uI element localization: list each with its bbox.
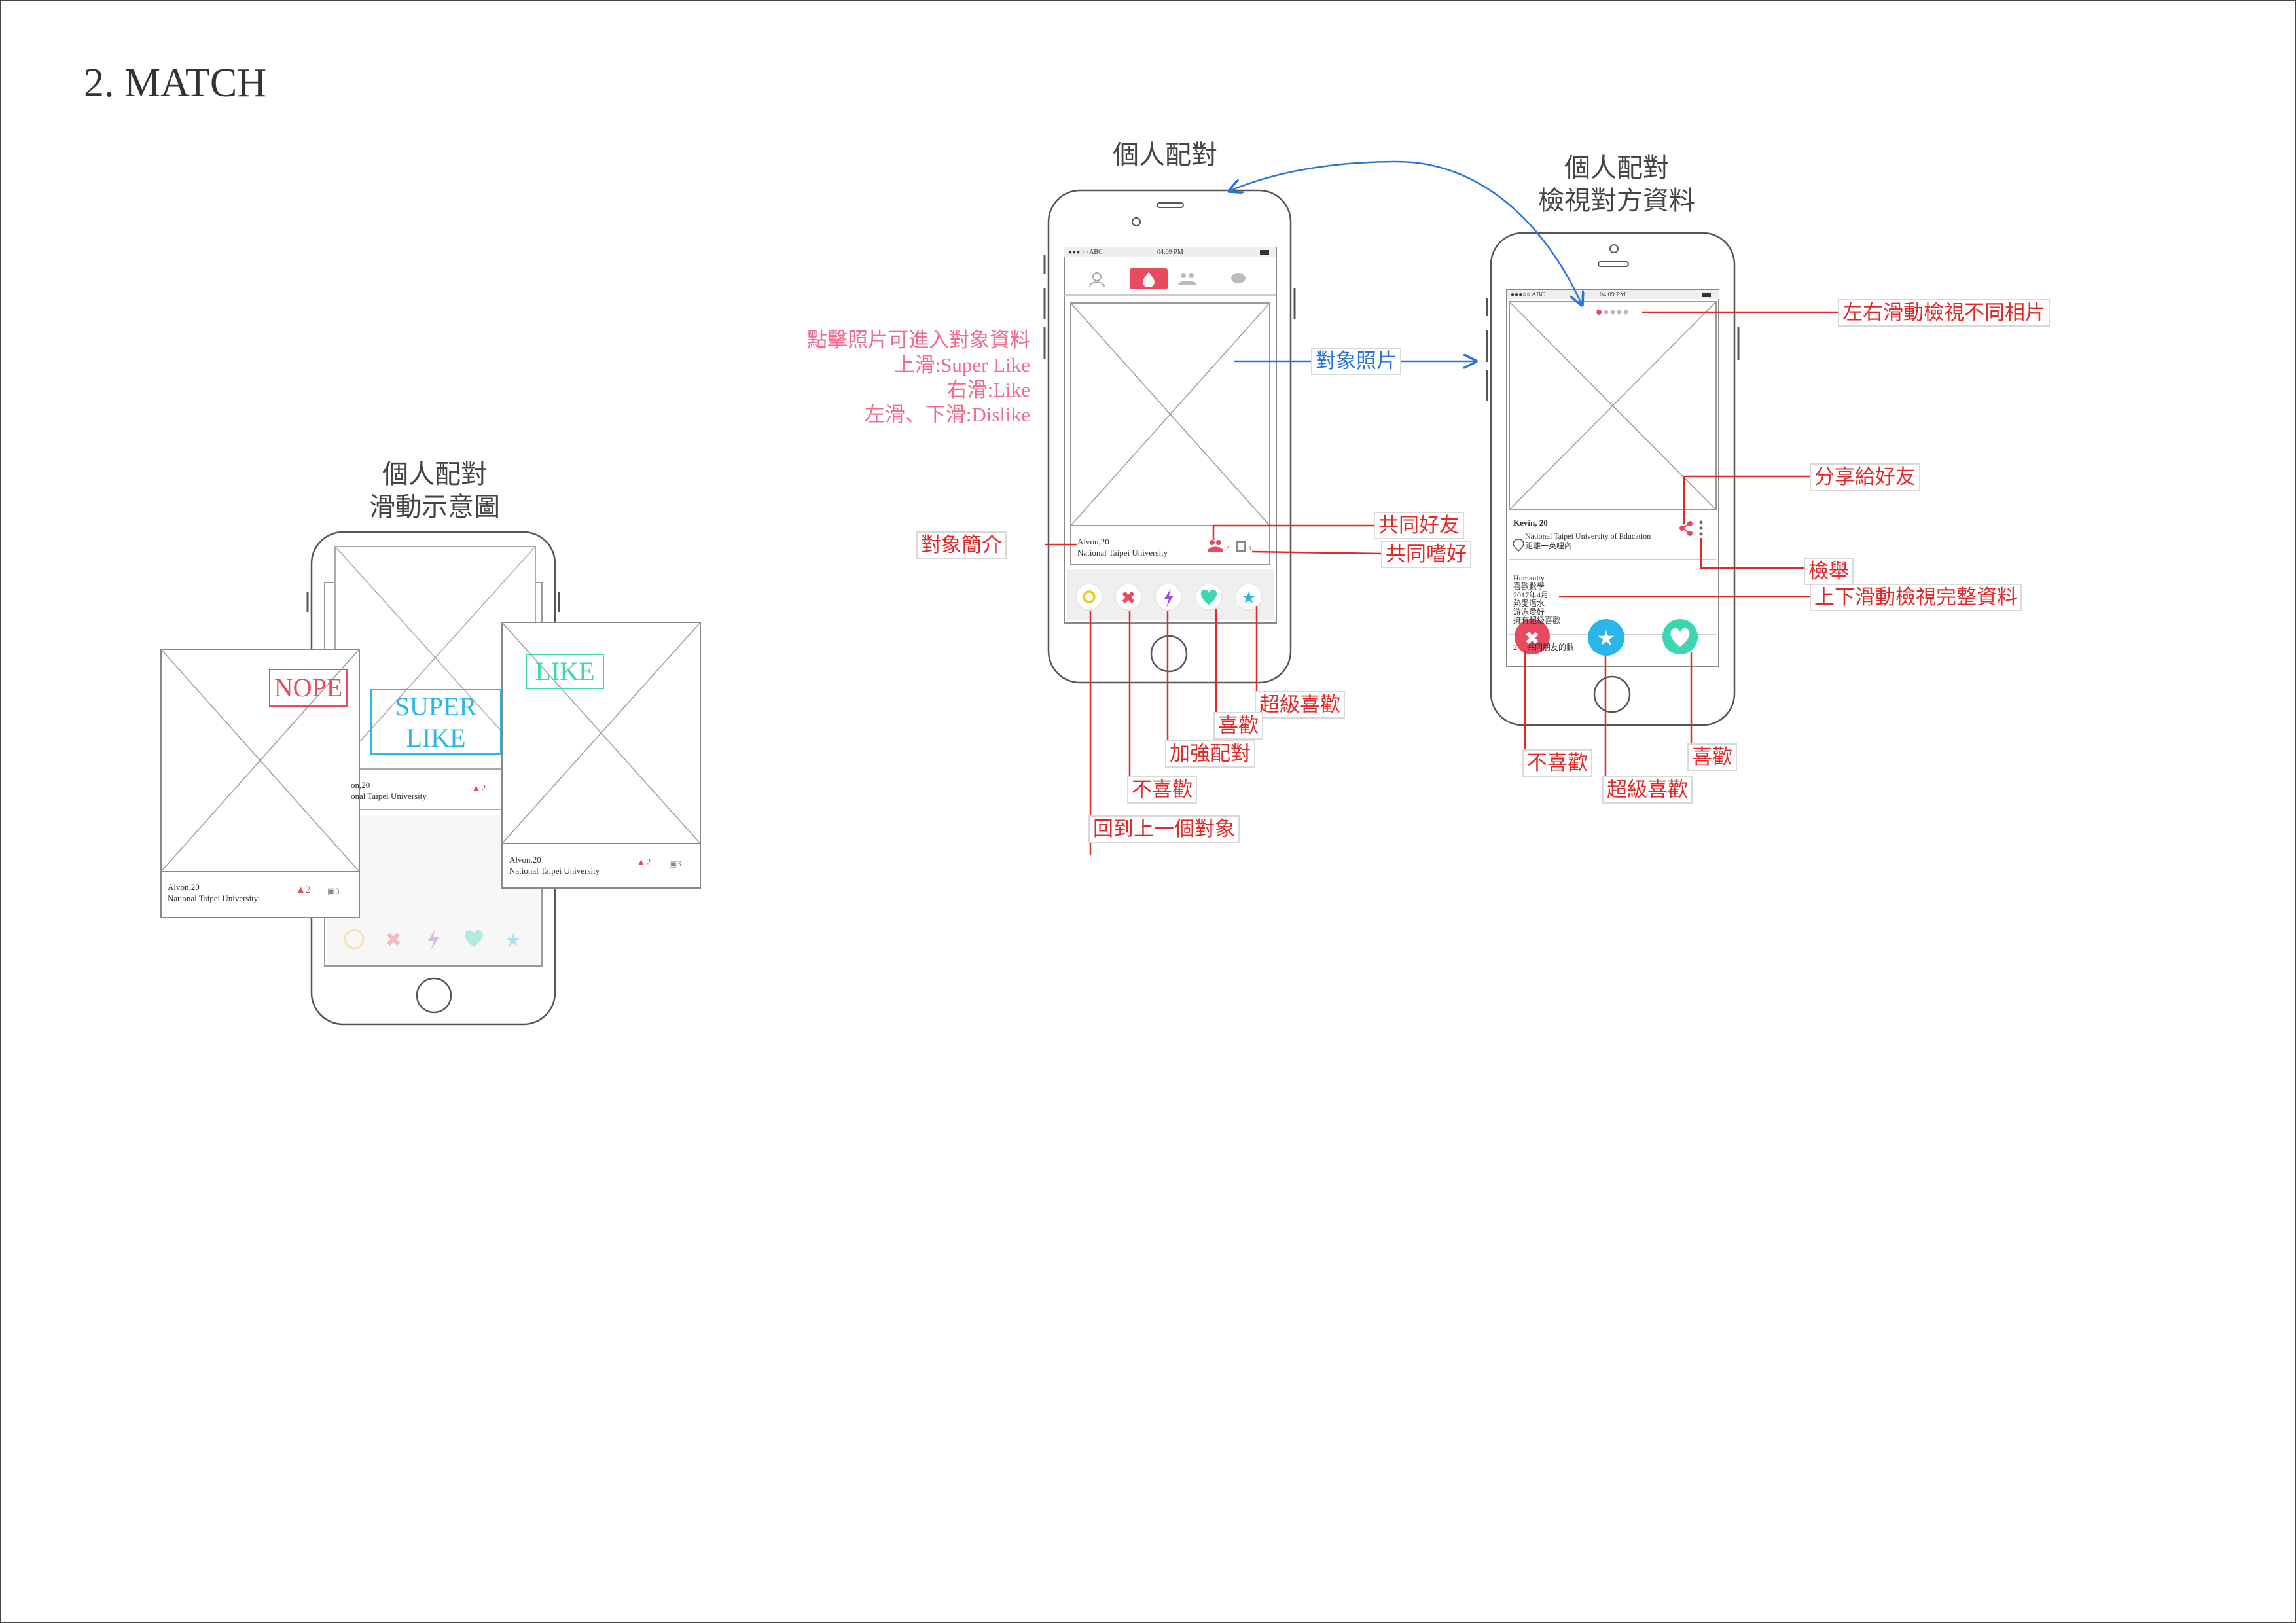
note-line: 點擊照片可進入對象資料 (807, 329, 1030, 351)
annotation-photo: 對象照片 (1311, 348, 1401, 375)
stamp-like: LIKE (535, 656, 595, 686)
annotation-dislike: 不喜歡 (1522, 749, 1592, 777)
about-line: 喜歡數學 (1513, 582, 1545, 591)
section-title-swipe-demo: 個人配對 滑動示意圖 (357, 458, 512, 524)
friends-icon: ▲2 (471, 783, 486, 794)
stamp-line: SUPER (395, 692, 477, 721)
annotation-mutual-friends: 共同好友 (1374, 512, 1464, 539)
status-carrier: ●●●○○ ABC (1511, 291, 1545, 298)
stamp-nope: NOPE (274, 673, 343, 702)
about-line: 2017年4月 (1513, 590, 1549, 599)
annotation-super-like: 超級喜歡 (1255, 691, 1345, 719)
annotation-mutual-interests: 共同嗜好 (1381, 541, 1471, 568)
annotation-like: 喜歡 (1213, 712, 1263, 740)
page-title: 2. MATCH (84, 61, 267, 105)
interests-count: 3 (335, 886, 340, 896)
annotation-scroll-full: 上下滑動檢視完整資料 (1810, 584, 2022, 611)
note-line: 上滑:Super Like (894, 353, 1031, 376)
svg-text:✖: ✖ (1121, 587, 1136, 609)
section-title-line: 滑動示意圖 (369, 492, 500, 522)
svg-text:★: ★ (1241, 588, 1256, 608)
stamp-super-like: SUPER LIKE (372, 691, 499, 754)
profile-school: National Taipei University (1077, 548, 1168, 558)
about-line: Humanity (1513, 573, 1545, 582)
card-school: National Taipei University (509, 866, 600, 876)
annotation-intro: 對象簡介 (916, 531, 1007, 559)
friends-icon: ▲2 (636, 857, 651, 868)
section-title-profile-view: 個人配對 檢視對方資料 (1518, 152, 1715, 217)
friends-count: 2 (645, 857, 651, 868)
annotation-swipe-photos: 左右滑動檢視不同相片 (1838, 299, 2050, 327)
about-line: 擁有超級喜歡 (1513, 616, 1561, 625)
note-line: 右滑:Like (946, 378, 1030, 401)
friends-count: 2 (305, 885, 311, 895)
back-card-name: on,20 (351, 780, 370, 790)
phone-match: ✖ ★ (1043, 189, 1296, 684)
section-title-line: 檢視對方資料 (1538, 186, 1695, 215)
about-line: 熱愛潛水 (1513, 599, 1545, 608)
svg-text:✖: ✖ (385, 929, 401, 952)
annotation-boost: 加強配對 (1165, 740, 1255, 768)
interests-count: 3 (677, 859, 681, 868)
interests-icon: ▣3 (327, 886, 340, 896)
phone-swipe-demo: ✖ ★ (160, 531, 701, 1026)
profile-name: Alvon,20 (1077, 537, 1109, 546)
profile-about: Humanity 喜歡數學 2017年4月 熱愛潛水 游泳愛好 擁有超級喜歡 (1513, 574, 1560, 625)
friends-count: 2 (1225, 544, 1229, 552)
annotation-report: 檢舉 (1804, 558, 1854, 585)
about-line: 游泳愛好 (1513, 607, 1545, 616)
mutual-friends-line: 2 ... 共同朋友的數 (1513, 643, 1575, 652)
annotation-like: 喜歡 (1687, 743, 1737, 771)
section-title-line: 個人配對 (1564, 153, 1669, 183)
card-name: Alvon,20 (509, 855, 541, 865)
stamp-line: LIKE (406, 723, 466, 753)
card-name: Alvon,20 (168, 882, 200, 892)
back-card-school: onal Taipei University (351, 791, 427, 801)
interests-count: 3 (1247, 544, 1251, 552)
interests-icon: ▣3 (669, 859, 681, 868)
annotation-dislike: 不喜歡 (1127, 776, 1197, 804)
phone-profile: ✖ ★ (1486, 232, 1740, 726)
swipe-instructions: 點擊照片可進入對象資料 上滑:Super Like 右滑:Like 左滑、下滑:… (753, 328, 1030, 427)
section-title-line: 個人配對 (382, 459, 487, 489)
svg-text:★: ★ (1597, 626, 1616, 651)
status-carrier: ●●●○○ ABC (1068, 249, 1103, 256)
annotation-share: 分享給好友 (1810, 463, 1920, 491)
status-time: 04:09 PM (1157, 249, 1183, 256)
annotation-rewind: 回到上一個對象 (1088, 815, 1240, 843)
annotation-super-like: 超級喜歡 (1602, 776, 1693, 804)
card-school: National Taipei University (168, 893, 259, 903)
friends-count: 2 (480, 783, 486, 794)
friends-icon: ▲2 (296, 885, 311, 895)
profile-school: National Taipei University of Education (1525, 531, 1651, 541)
profile-location: 距離一英哩內 (1525, 541, 1573, 550)
svg-text:★: ★ (505, 929, 521, 951)
status-time: 04:09 PM (1600, 291, 1626, 298)
note-line: 左滑、下滑:Dislike (864, 403, 1030, 426)
section-title-matching: 個人配對 (1113, 140, 1217, 169)
svg-text:✖: ✖ (1524, 628, 1539, 649)
profile-name: Kevin, 20 (1513, 518, 1548, 527)
